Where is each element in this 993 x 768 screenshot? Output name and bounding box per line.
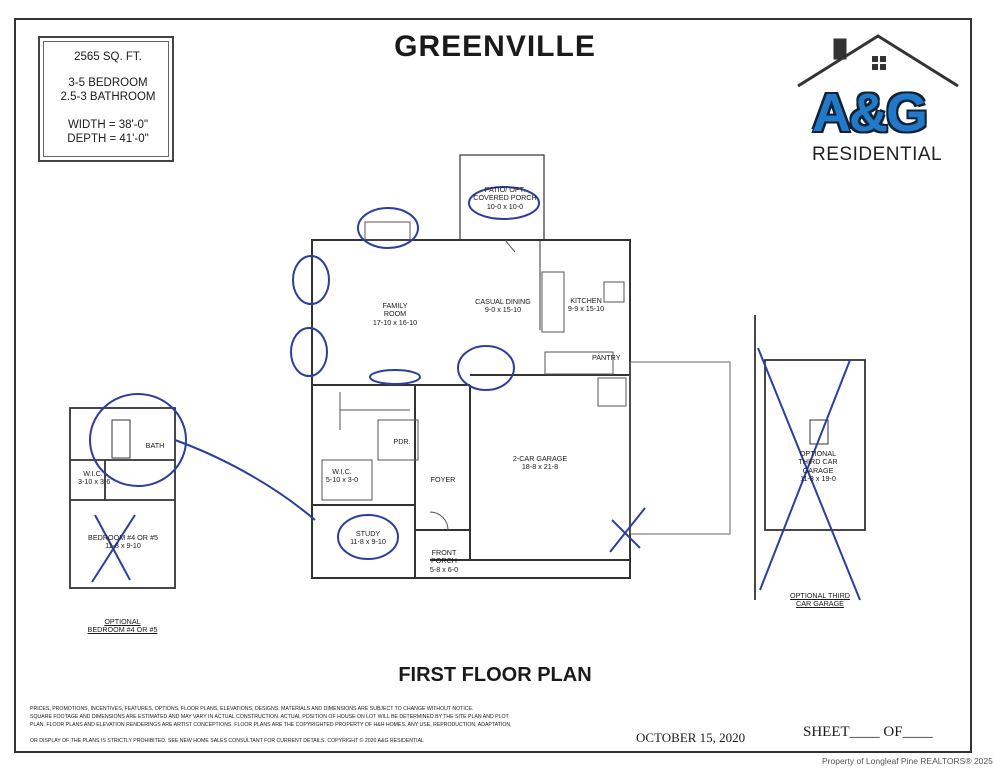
disclaimer-line: PLAN. FLOOR PLANS AND ELEVATION RENDERIN…	[30, 722, 512, 728]
patio-circle	[468, 186, 540, 220]
third-garage-x	[757, 347, 861, 601]
kitchen-label: KITCHEN 9-9 x 15-10	[567, 296, 605, 314]
powder-room	[377, 419, 419, 461]
kitchen-counter	[544, 351, 614, 375]
bedroom4-label: BEDROOM #4 OR #5 11-8 x 9-10	[88, 533, 158, 551]
floor-plan-title: FIRST FLOOR PLAN	[398, 664, 592, 686]
range-icon	[603, 281, 625, 303]
powder-label: PDR.	[393, 437, 411, 446]
foyer-label: FOYER	[430, 475, 456, 484]
logo-house-icon	[797, 34, 959, 88]
plan-date: OCTOBER 15, 2020	[636, 730, 746, 745]
door-circle	[457, 345, 515, 391]
stair-circle	[369, 369, 421, 385]
disclaimer-line: PRICES, PROMOTIONS, INCENTIVES, FEATURES…	[30, 706, 474, 712]
garage-apron	[629, 361, 731, 535]
patio-label: PATIO/ OPT. COVERED PORCH 10-0 x 10-0	[473, 185, 537, 211]
optional-bedroom-plan	[69, 407, 176, 589]
disclaimer-line: SQUARE FOOTAGE AND DIMENSIONS ARE ESTIMA…	[30, 714, 509, 720]
wic-main-label: W.I.C. 5-10 x 3-0	[325, 467, 359, 485]
bath-circle	[89, 393, 187, 487]
optional-bedroom-caption: OPTIONAL BEDROOM #4 OR #5	[87, 617, 158, 635]
garage-label: 2-CAR GARAGE 18-8 x 21-8	[512, 454, 568, 472]
patio-outline	[459, 154, 545, 241]
bedroom-x	[91, 514, 136, 583]
front-porch-label: FRONT PORCH 5-8 x 6-0	[429, 548, 459, 574]
wic-opt-label: W.I.C. 3-10 x 3-6	[78, 469, 111, 487]
bath-arrow	[174, 439, 316, 521]
plan-title: GREENVILLE	[394, 30, 596, 63]
study-label: STUDY 11-8 x 9-10	[350, 529, 386, 547]
third-garage-label: OPTIONAL THIRD CAR GARAGE 11-8 x 19-0	[798, 449, 838, 484]
pantry-label: PANTRY	[592, 353, 621, 362]
optional-fireplace	[364, 221, 411, 241]
drawing-border	[14, 18, 972, 753]
family-room-label: FAMILY ROOM 17-10 x 16-10	[372, 301, 418, 327]
spec-box: 2565 SQ. FT. 3-5 BEDROOM 2.5-3 BATHROOM …	[38, 36, 174, 162]
study-circle	[337, 514, 399, 560]
logo-text: A&G	[812, 83, 928, 143]
kitchen-island	[541, 271, 565, 333]
logo-window-icon	[872, 56, 886, 70]
dining-label: CASUAL DINING 9-0 x 15-10	[475, 297, 531, 315]
window-circle-2	[290, 327, 328, 377]
optional-garage-plan	[754, 315, 866, 600]
optional-garage-caption: OPTIONAL THIRD CAR GARAGE	[790, 591, 850, 609]
fireplace-circle	[357, 207, 419, 249]
disclaimer-line: OR DISPLAY OF THE PLANS IS STRICTLY PROH…	[30, 738, 424, 744]
watermark: Property of Longleaf Pine REALTORS® 2025	[822, 756, 993, 766]
logo-subtitle: RESIDENTIAL	[812, 144, 943, 165]
garage-door-x	[609, 507, 646, 553]
water-heater-icon	[597, 377, 627, 407]
bath-opt-label: BATH	[145, 441, 165, 450]
wic-main	[321, 459, 373, 501]
sheet-label: SHEET____ OF____	[803, 724, 933, 740]
window-circle-1	[292, 255, 330, 305]
